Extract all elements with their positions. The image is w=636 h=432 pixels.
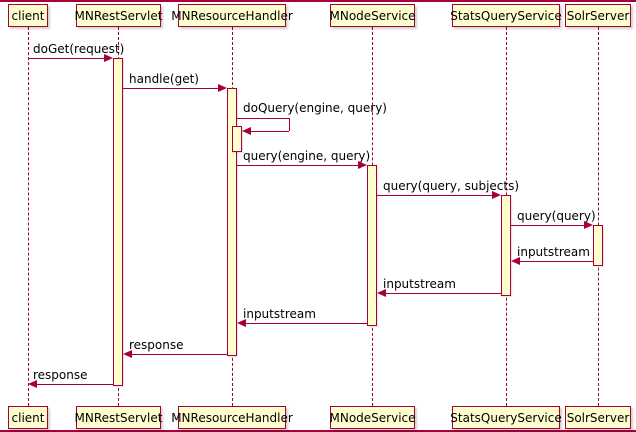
activation-statsqueryservice — [501, 195, 511, 296]
message-response-client-line — [36, 384, 113, 385]
message-doquery-line-return — [250, 131, 289, 132]
participant-client-footer: client — [8, 406, 48, 429]
diagram-border-bottom — [0, 430, 636, 432]
message-query-solr-line — [511, 225, 585, 226]
message-response-client-arrowhead — [28, 380, 37, 388]
message-response-client-label: response — [33, 368, 88, 382]
message-response-handler-arrowhead — [123, 350, 132, 358]
participant-mnrestservlet-footer: MNRestServlet — [75, 406, 162, 429]
diagram-border-top — [0, 0, 636, 2]
message-query-solr-label: query(query) — [517, 209, 596, 223]
message-doquery-line-down — [289, 118, 290, 131]
participant-statsqueryservice: StatsQueryService — [450, 4, 562, 27]
lifeline-solrserver — [598, 27, 599, 406]
participant-mnrestservlet: MNRestServlet — [75, 4, 162, 27]
message-inputstream-mnode-label: inputstream — [243, 307, 316, 321]
message-inputstream-mnode-arrowhead — [237, 319, 246, 327]
participant-solrserver: SolrServer — [565, 4, 631, 27]
message-doget-line — [28, 58, 105, 59]
message-handle-label: handle(get) — [129, 72, 199, 86]
message-query-subjects-line — [377, 195, 493, 196]
message-inputstream-stats-line — [385, 293, 501, 294]
message-query-engine-arrowhead — [358, 161, 367, 169]
activation-mnresourcehandler — [227, 88, 237, 356]
message-query-solr-arrowhead — [584, 221, 593, 229]
message-doquery-label: doQuery(engine, query) — [243, 101, 387, 115]
participant-statsqueryservice-footer: StatsQueryService — [450, 406, 562, 429]
message-doget-label: doGet(request) — [33, 42, 125, 56]
message-handle-line — [123, 88, 219, 89]
message-inputstream-solr-line — [519, 261, 593, 262]
participant-mnresourcehandler-footer: MNResourceHandler — [171, 406, 293, 429]
message-response-handler-line — [131, 354, 227, 355]
message-inputstream-stats-arrowhead — [377, 289, 386, 297]
activation-solrserver — [593, 225, 603, 266]
activation-mnodeservice — [367, 165, 377, 326]
message-doquery-arrowhead — [242, 127, 251, 135]
message-inputstream-stats-label: inputstream — [383, 277, 456, 291]
message-doget-arrowhead — [104, 54, 113, 62]
message-handle-arrowhead — [218, 84, 227, 92]
activation-mnresourcehandler-nested — [232, 126, 242, 152]
participant-mnodeservice-footer: MNodeService — [329, 406, 416, 429]
message-inputstream-solr-label: inputstream — [517, 245, 590, 259]
message-query-subjects-arrowhead — [492, 191, 501, 199]
message-inputstream-mnode-line — [245, 323, 367, 324]
message-query-subjects-label: query(query, subjects) — [383, 179, 520, 193]
message-query-engine-label: query(engine, query) — [243, 149, 371, 163]
participant-client: client — [8, 4, 48, 27]
participant-solrserver-footer: SolrServer — [565, 406, 631, 429]
participant-mnresourcehandler: MNResourceHandler — [171, 4, 293, 27]
message-response-handler-label: response — [129, 338, 184, 352]
message-doquery-line-out — [237, 118, 289, 119]
message-query-engine-line — [237, 165, 359, 166]
message-inputstream-solr-arrowhead — [511, 257, 520, 265]
activation-mnrestservlet — [113, 58, 123, 386]
lifeline-client — [28, 27, 29, 406]
participant-mnodeservice: MNodeService — [329, 4, 416, 27]
